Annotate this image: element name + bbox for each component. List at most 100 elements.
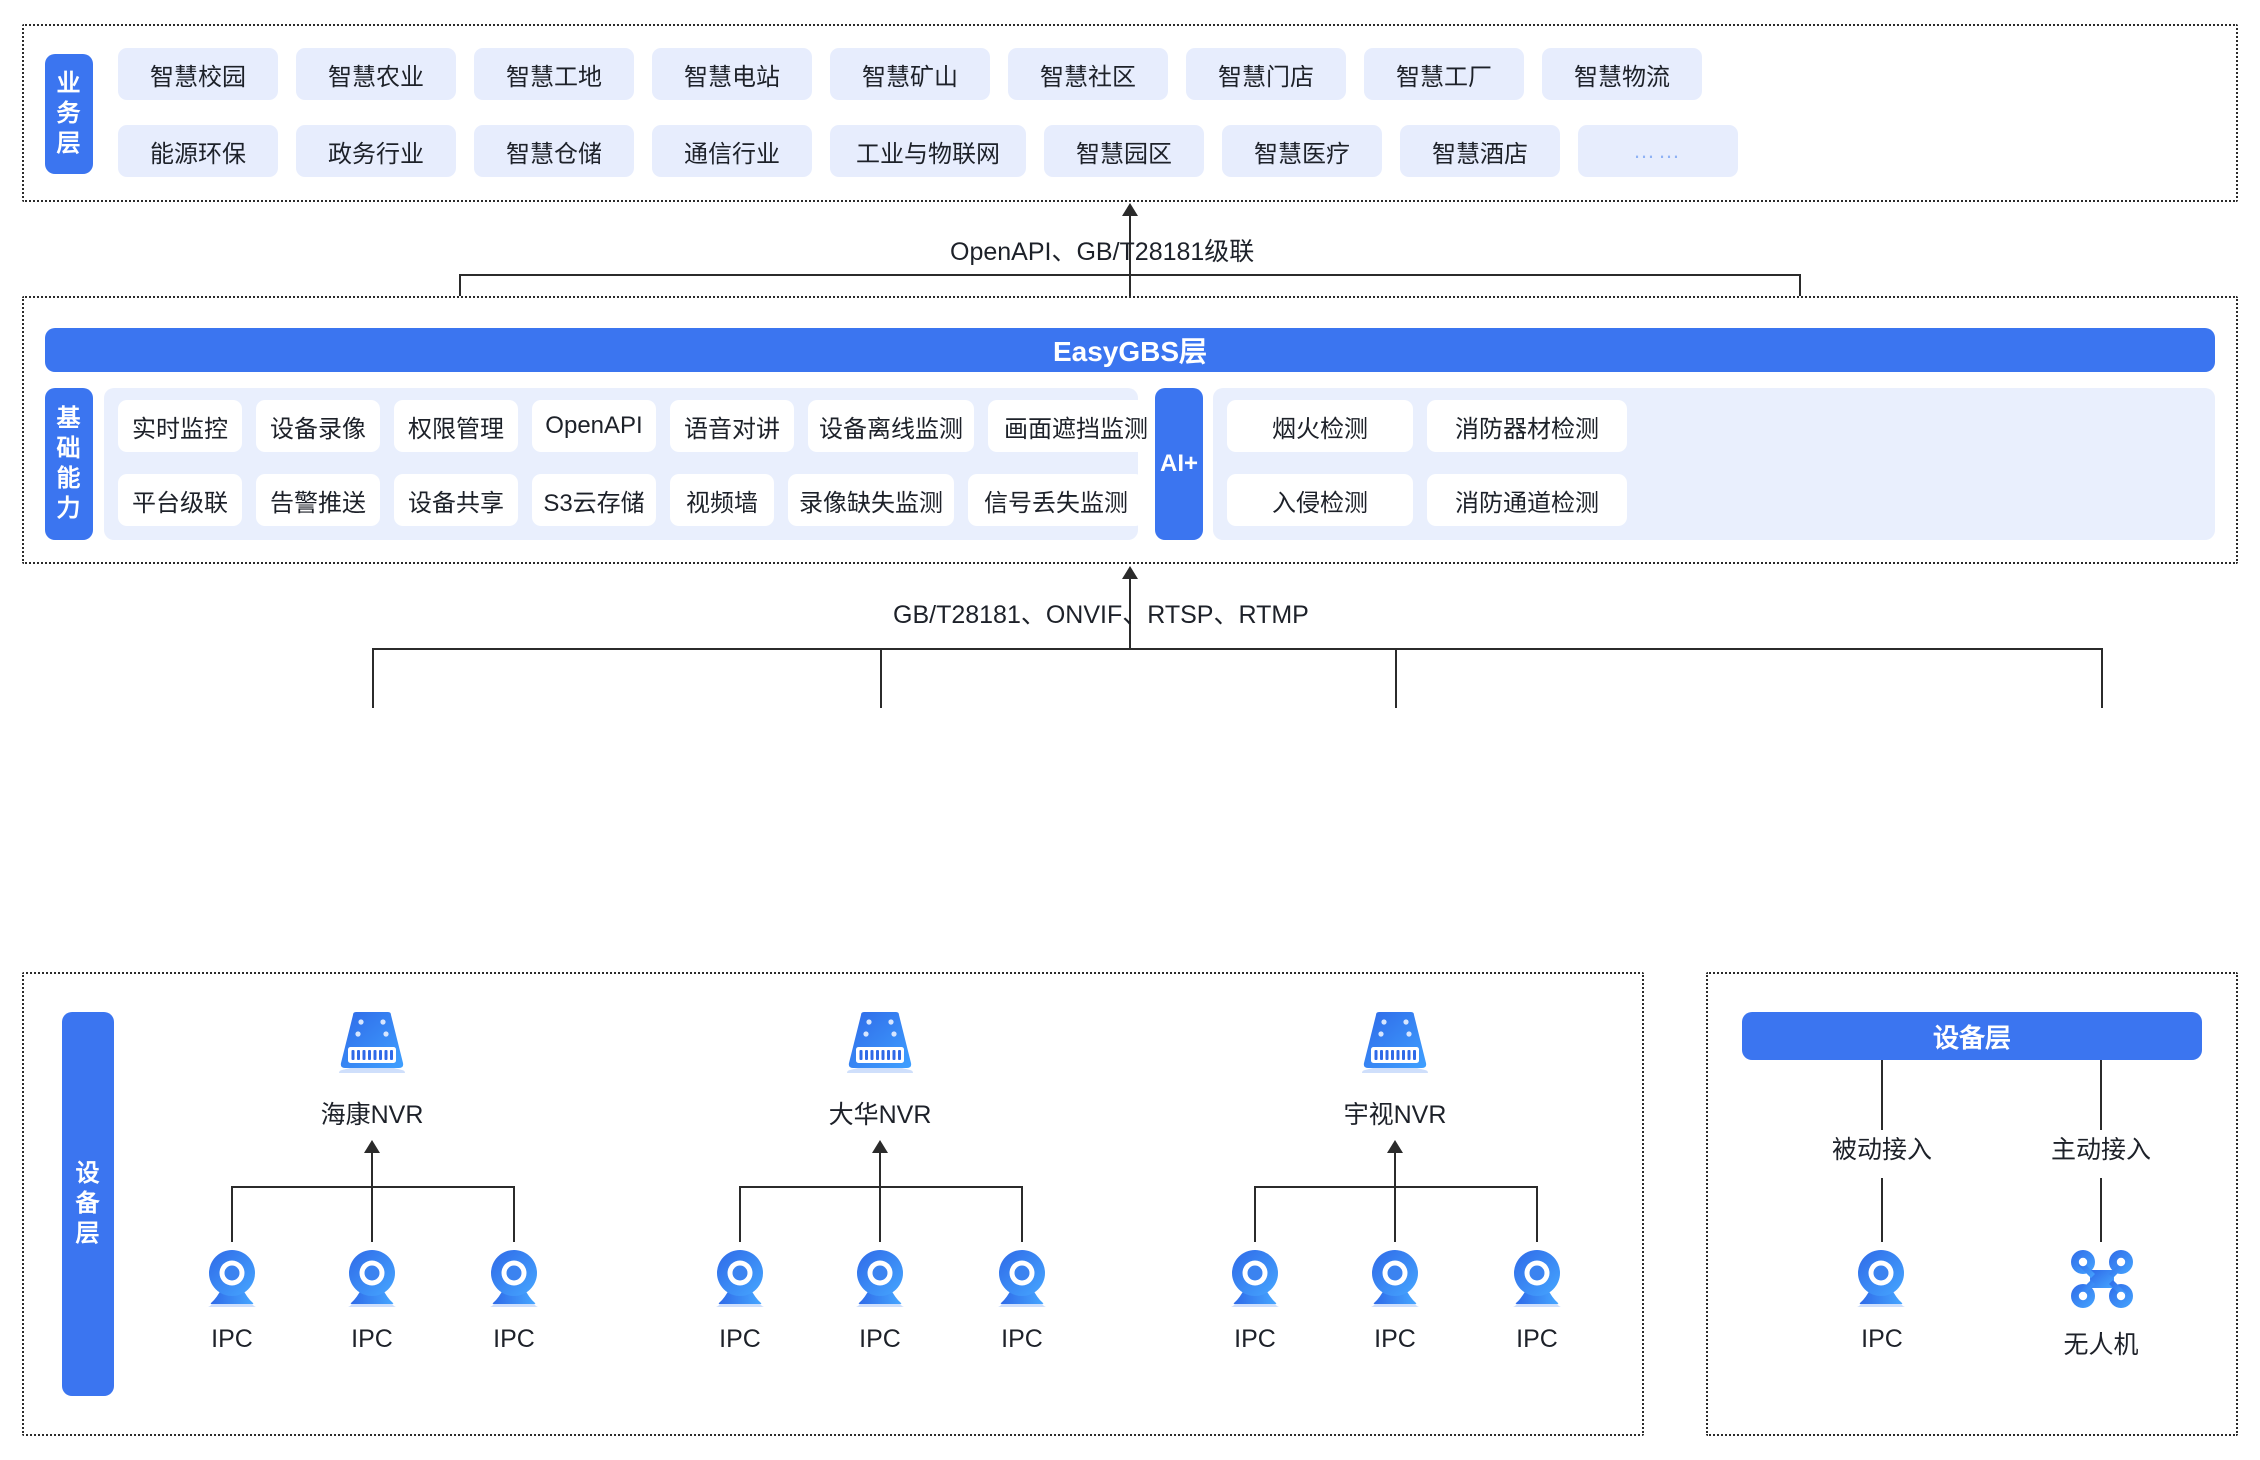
business-layer-side-label-char-1: 务 [56,100,82,127]
camera-label: IPC [859,1325,901,1353]
business-chip-r2-7[interactable]: 智慧酒店 [1400,125,1560,177]
business-chip-r1-1[interactable]: 智慧农业 [296,48,456,100]
capability-r1-2-label: 权限管理 [408,415,504,443]
nvr-label: 宇视NVR [1343,1101,1447,1129]
ai-capability-r2-0[interactable]: 入侵检测 [1227,474,1413,526]
capability-r1-4[interactable]: 语音对讲 [670,400,794,452]
easygbs-title: EasyGBS层 [1052,336,1208,367]
business-row-1: 智慧校园 智慧农业智慧工地 智慧电站 智慧矿山 智慧社区 智慧门店智慧工厂 智慧物流 [118,48,2218,100]
nvr-icon[interactable] [841,1010,919,1081]
business-chip-r1-2[interactable]: 智慧工地 [474,48,634,100]
business-chip-r1-8[interactable]: 智慧物流 [1542,48,1702,100]
camera-icon[interactable] [991,1248,1053,1317]
camera-icon[interactable] [1224,1248,1286,1317]
capability-r2-3[interactable]: S3云存储 [532,474,656,526]
nvr-uplink-stem [1394,1152,1396,1188]
capability-r2-2[interactable]: 设备共享 [394,474,518,526]
nvr-icon[interactable] [1356,1010,1434,1081]
camera-icon[interactable] [1364,1248,1426,1317]
camera-icon[interactable] [1506,1248,1568,1317]
business-chip-r1-5-label: 智慧社区 [1040,63,1136,91]
device-left-side-char-2: 层 [75,1220,101,1247]
camera-icon-svg [1513,1250,1561,1307]
camera-drop-line [371,1186,373,1242]
drone-icon[interactable] [2069,1248,2135,1315]
right-device-label: IPC [1861,1325,1903,1353]
ai-capability-r1-1-label: 消防器材检测 [1455,415,1599,443]
camera-icon-svg [1857,1250,1905,1307]
business-chip-r2-8-label: …… [1633,138,1683,163]
camera-icon[interactable] [201,1248,263,1317]
business-chip-r1-7[interactable]: 智慧工厂 [1364,48,1524,100]
capability-r1-0[interactable]: 实时监控 [118,400,242,452]
camera-drop-line [1254,1186,1256,1242]
camera-icon[interactable] [1850,1248,1912,1317]
business-chip-r1-5[interactable]: 智慧社区 [1008,48,1168,100]
nvr-label: 大华NVR [828,1101,932,1129]
business-chip-r2-7-label: 智慧酒店 [1432,140,1528,168]
camera-label: IPC [351,1325,393,1353]
capability-r2-4-label: 视频墙 [686,489,758,517]
ai-capability-r1-0[interactable]: 烟火检测 [1227,400,1413,452]
camera-drop-line [1021,1186,1023,1242]
camera-icon-svg [348,1250,396,1307]
camera-icon-svg [1231,1250,1279,1307]
ai-row-2: 入侵检测消防通道检测 [1227,474,1627,526]
capability-r1-5[interactable]: 设备离线监测 [808,400,974,452]
business-chip-r2-5[interactable]: 智慧园区 [1044,125,1204,177]
top-connector-label: OpenAPI、GB/T28181级联 [950,238,1255,266]
business-chip-r2-1[interactable]: 政务行业 [296,125,456,177]
camera-icon[interactable] [483,1248,545,1317]
business-chip-r2-5-label: 智慧园区 [1076,140,1172,168]
camera-icon[interactable] [709,1248,771,1317]
capability-r2-5[interactable]: 录像缺失监测 [788,474,954,526]
business-chip-r1-8-label: 智慧物流 [1574,63,1670,91]
capability-r2-6[interactable]: 信号丢失监测 [968,474,1144,526]
capability-r2-1[interactable]: 告警推送 [256,474,380,526]
camera-bus [232,1186,514,1188]
camera-icon[interactable] [341,1248,403,1317]
ai-capability-r1-1[interactable]: 消防器材检测 [1427,400,1627,452]
capability-r2-4[interactable]: 视频墙 [670,474,774,526]
business-chip-r1-3-label: 智慧电站 [684,63,780,91]
nvr-icon[interactable] [333,1010,411,1081]
capability-r2-0[interactable]: 平台级联 [118,474,242,526]
capability-r1-6[interactable]: 画面遮挡监测 [988,400,1164,452]
business-chip-r2-0[interactable]: 能源环保 [118,125,278,177]
nvr-icon-svg [1362,1012,1428,1073]
camera-icon-svg [490,1250,538,1307]
capability-r1-3[interactable]: OpenAPI [532,400,656,452]
camera-icon-svg [856,1250,904,1307]
business-chip-r1-3[interactable]: 智慧电站 [652,48,812,100]
camera-icon[interactable] [849,1248,911,1317]
nvr-label: 海康NVR [320,1101,424,1129]
top-connector-stem [1129,215,1131,275]
business-chip-r2-3[interactable]: 通信行业 [652,125,812,177]
ai-plus-label: AI+ [1155,388,1203,540]
bottom-connector-arrow-icon [1122,566,1138,579]
business-chip-r1-0[interactable]: 智慧校园 [118,48,278,100]
capability-r1-2[interactable]: 权限管理 [394,400,518,452]
business-chip-r2-8[interactable]: …… [1578,125,1738,177]
business-chip-r1-0-label: 智慧校园 [150,63,246,91]
nvr-uplink-stem [371,1152,373,1188]
capability-r1-1[interactable]: 设备录像 [256,400,380,452]
camera-drop-line [739,1186,741,1242]
business-chip-r2-4[interactable]: 工业与物联网 [830,125,1026,177]
access-mode-label: 被动接入 [1831,1136,1932,1164]
ai-capability-r2-1[interactable]: 消防通道检测 [1427,474,1627,526]
camera-label: IPC [719,1325,761,1353]
business-chip-r2-2[interactable]: 智慧仓储 [474,125,634,177]
platform-side-label: 基 础 能 力 [45,388,93,540]
camera-drop-line [1536,1186,1538,1242]
nvr-uplink-arrow-icon [364,1140,380,1153]
business-chip-r2-6[interactable]: 智慧医疗 [1222,125,1382,177]
platform-side-label-char-2: 能 [56,465,82,492]
business-chip-r2-3-label: 通信行业 [684,140,780,168]
bottom-drop-nvr-3 [1395,648,1397,708]
business-chip-r1-4[interactable]: 智慧矿山 [830,48,990,100]
business-chip-r1-6[interactable]: 智慧门店 [1186,48,1346,100]
right-branch-uplink [1881,1060,1883,1130]
camera-bus [1255,1186,1537,1188]
